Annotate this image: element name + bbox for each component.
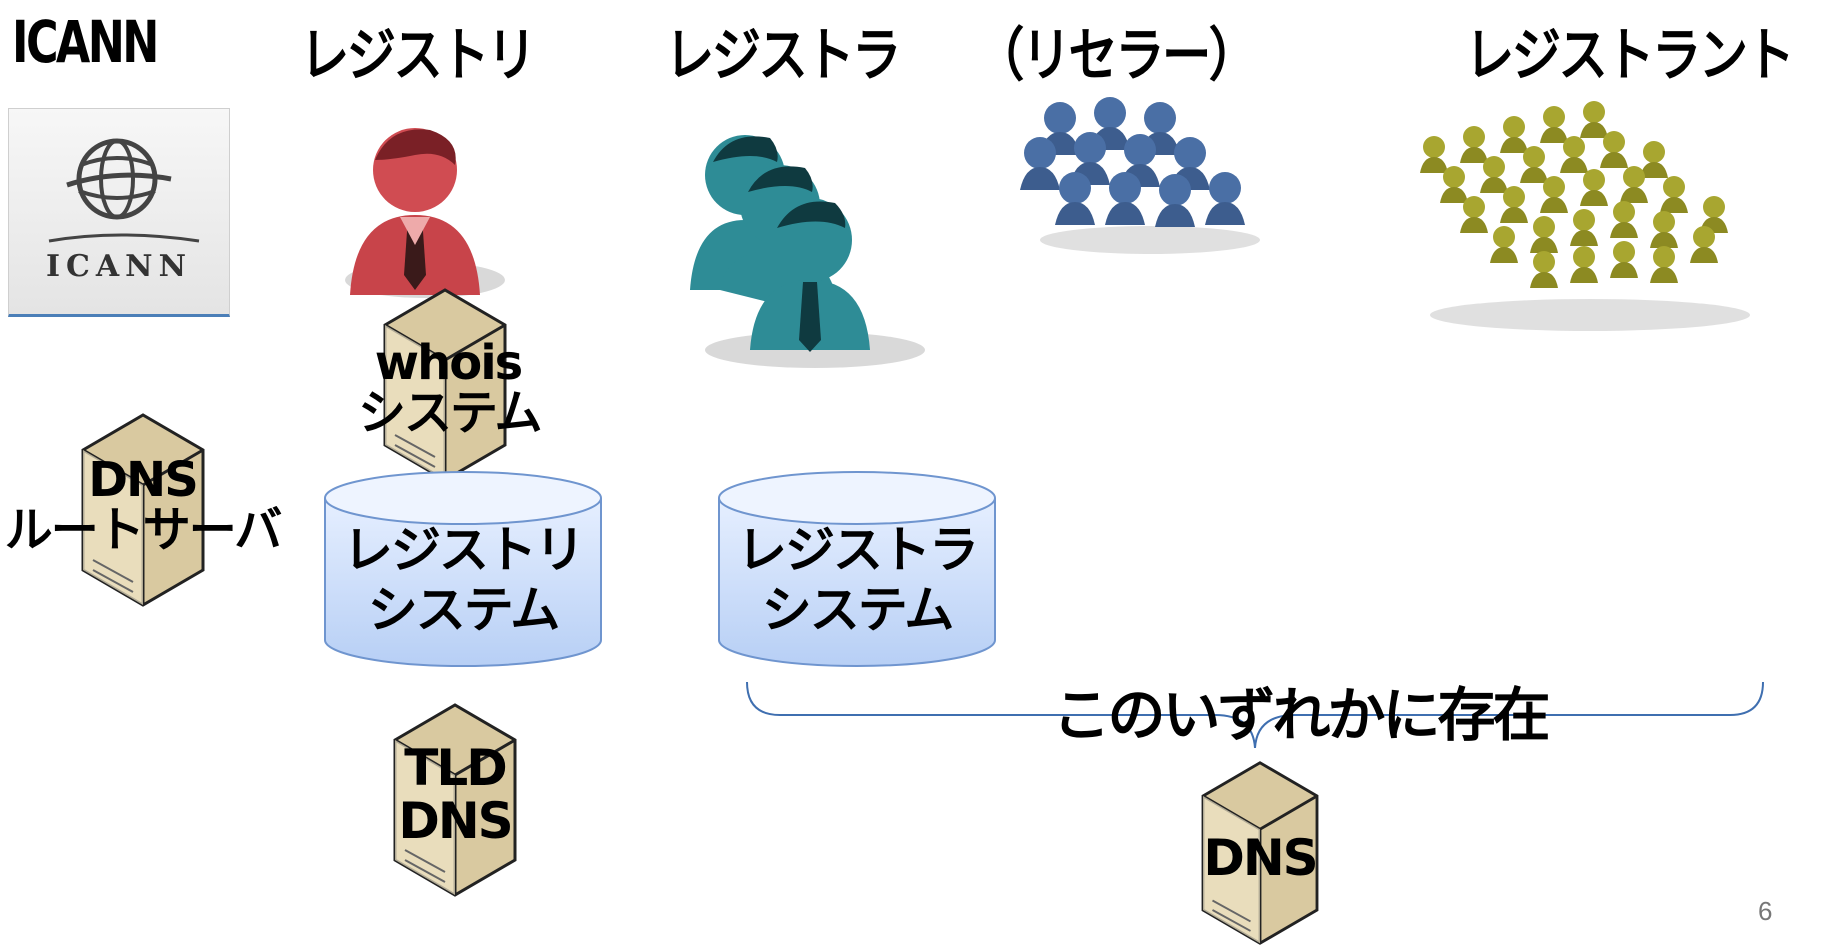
tld-dns-server-icon [393, 703, 517, 897]
brace-label: このいずれかに存在 [1052, 681, 1550, 749]
registry-system-label: レジストリ システム [330, 520, 596, 640]
root-dns-label-line1: DNS [88, 452, 199, 508]
registrar-database-icon [718, 471, 996, 667]
registrar-people-icon [690, 135, 925, 368]
whois-label: whois システム [358, 335, 543, 442]
header-registrant: レジストラント [1465, 21, 1795, 89]
whois-server-icon [383, 288, 507, 482]
tld-dns-label-line1: TLD [404, 739, 507, 797]
header-registry: レジストリ [300, 21, 536, 89]
registry-database-icon [324, 471, 602, 667]
registrant-crowd-icon [1420, 101, 1750, 331]
icann-logo-text: ICANN [45, 249, 193, 284]
dns-label: DNS [1185, 832, 1335, 885]
root-dns-label-line2: ルートサーバ [4, 502, 283, 559]
brace-connector [746, 681, 1764, 749]
header-icann: ICANN [12, 8, 159, 76]
icann-logo: ICANN [8, 108, 230, 317]
registrar-system-label: レジストラ システム [724, 520, 990, 640]
reseller-group-icon [1020, 97, 1260, 254]
root-dns-label: DNS ルートサーバ [0, 455, 285, 556]
tld-dns-label-line2: DNS [398, 791, 513, 850]
registry-system-label-line1: レジストリ [343, 521, 585, 579]
registrar-system-label-line2: システム [761, 581, 955, 639]
tld-dns-label: TLD DNS [380, 742, 530, 847]
registry-system-label-line2: システム [367, 581, 561, 639]
registrar-system-label-line1: レジストラ [737, 521, 979, 579]
root-dns-server-icon [81, 413, 205, 607]
whois-label-line1: whois [374, 335, 524, 391]
registry-person-icon [345, 128, 505, 298]
dns-server-icon [1201, 761, 1319, 945]
header-reseller: （リセラー） [975, 21, 1258, 89]
whois-label-line2: システム [358, 385, 543, 442]
dns-label-line1: DNS [1203, 829, 1318, 887]
page-number: 6 [1758, 896, 1773, 926]
globe-icon [48, 138, 200, 243]
header-registrar: レジストラ [665, 21, 901, 89]
